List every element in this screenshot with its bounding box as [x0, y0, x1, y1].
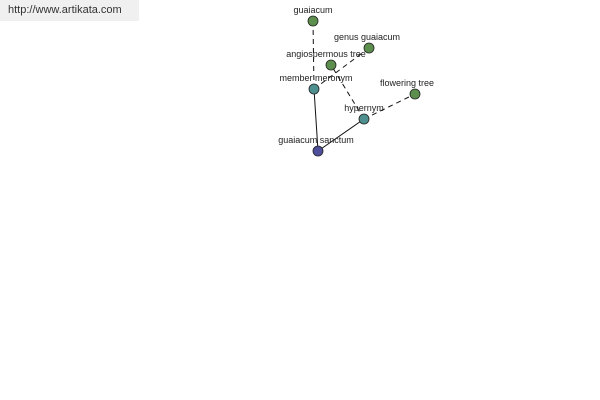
node-guaiacum[interactable]: guaiacum: [293, 5, 333, 27]
node-label-guaiacum: guaiacum: [293, 5, 332, 15]
node-angiospermous-tree[interactable]: angiospermous tree: [286, 49, 366, 71]
edge-hypernym-flowering-tree: [363, 93, 416, 120]
node-circle-hypernym[interactable]: [358, 113, 370, 125]
node-circle-flowering-tree[interactable]: [409, 88, 421, 100]
node-guaiacum-sanctum[interactable]: guaiacum sanctum: [278, 135, 354, 157]
node-label-guaiacum-sanctum: guaiacum sanctum: [278, 135, 354, 145]
node-circle-guaiacum-sanctum[interactable]: [312, 145, 324, 157]
node-hypernym[interactable]: hypernym: [344, 103, 384, 125]
node-label-hypernym: hypernym: [344, 103, 384, 113]
node-label-member-meronym: member meronym: [279, 73, 352, 83]
graph-edges: [312, 20, 416, 152]
edge-hypernym-angiospermous-tree: [330, 64, 365, 120]
edge-member-meronym-genus-guaiacum: [313, 47, 370, 90]
source-link[interactable]: http://www.artikata.com: [0, 0, 139, 21]
node-circle-member-meronym[interactable]: [308, 83, 320, 95]
node-label-genus-guaiacum: genus guaiacum: [334, 32, 400, 42]
edge-guaiacum-sanctum-member-meronym: [313, 88, 319, 152]
node-circle-angiospermous-tree[interactable]: [325, 59, 337, 71]
edge-member-meronym-guaiacum: [312, 20, 315, 90]
node-genus-guaiacum[interactable]: genus guaiacum: [334, 32, 400, 54]
node-label-flowering-tree: flowering tree: [380, 78, 434, 88]
edge-guaiacum-sanctum-hypernym: [317, 118, 365, 152]
node-flowering-tree[interactable]: flowering tree: [380, 78, 434, 100]
node-member-meronym[interactable]: member meronym: [279, 73, 353, 95]
node-circle-guaiacum[interactable]: [307, 15, 319, 27]
node-circle-genus-guaiacum[interactable]: [363, 42, 375, 54]
node-label-angiospermous-tree: angiospermous tree: [286, 49, 366, 59]
graph-nodes: guaiacum genus guaiacum angiospermous tree…: [278, 5, 434, 157]
